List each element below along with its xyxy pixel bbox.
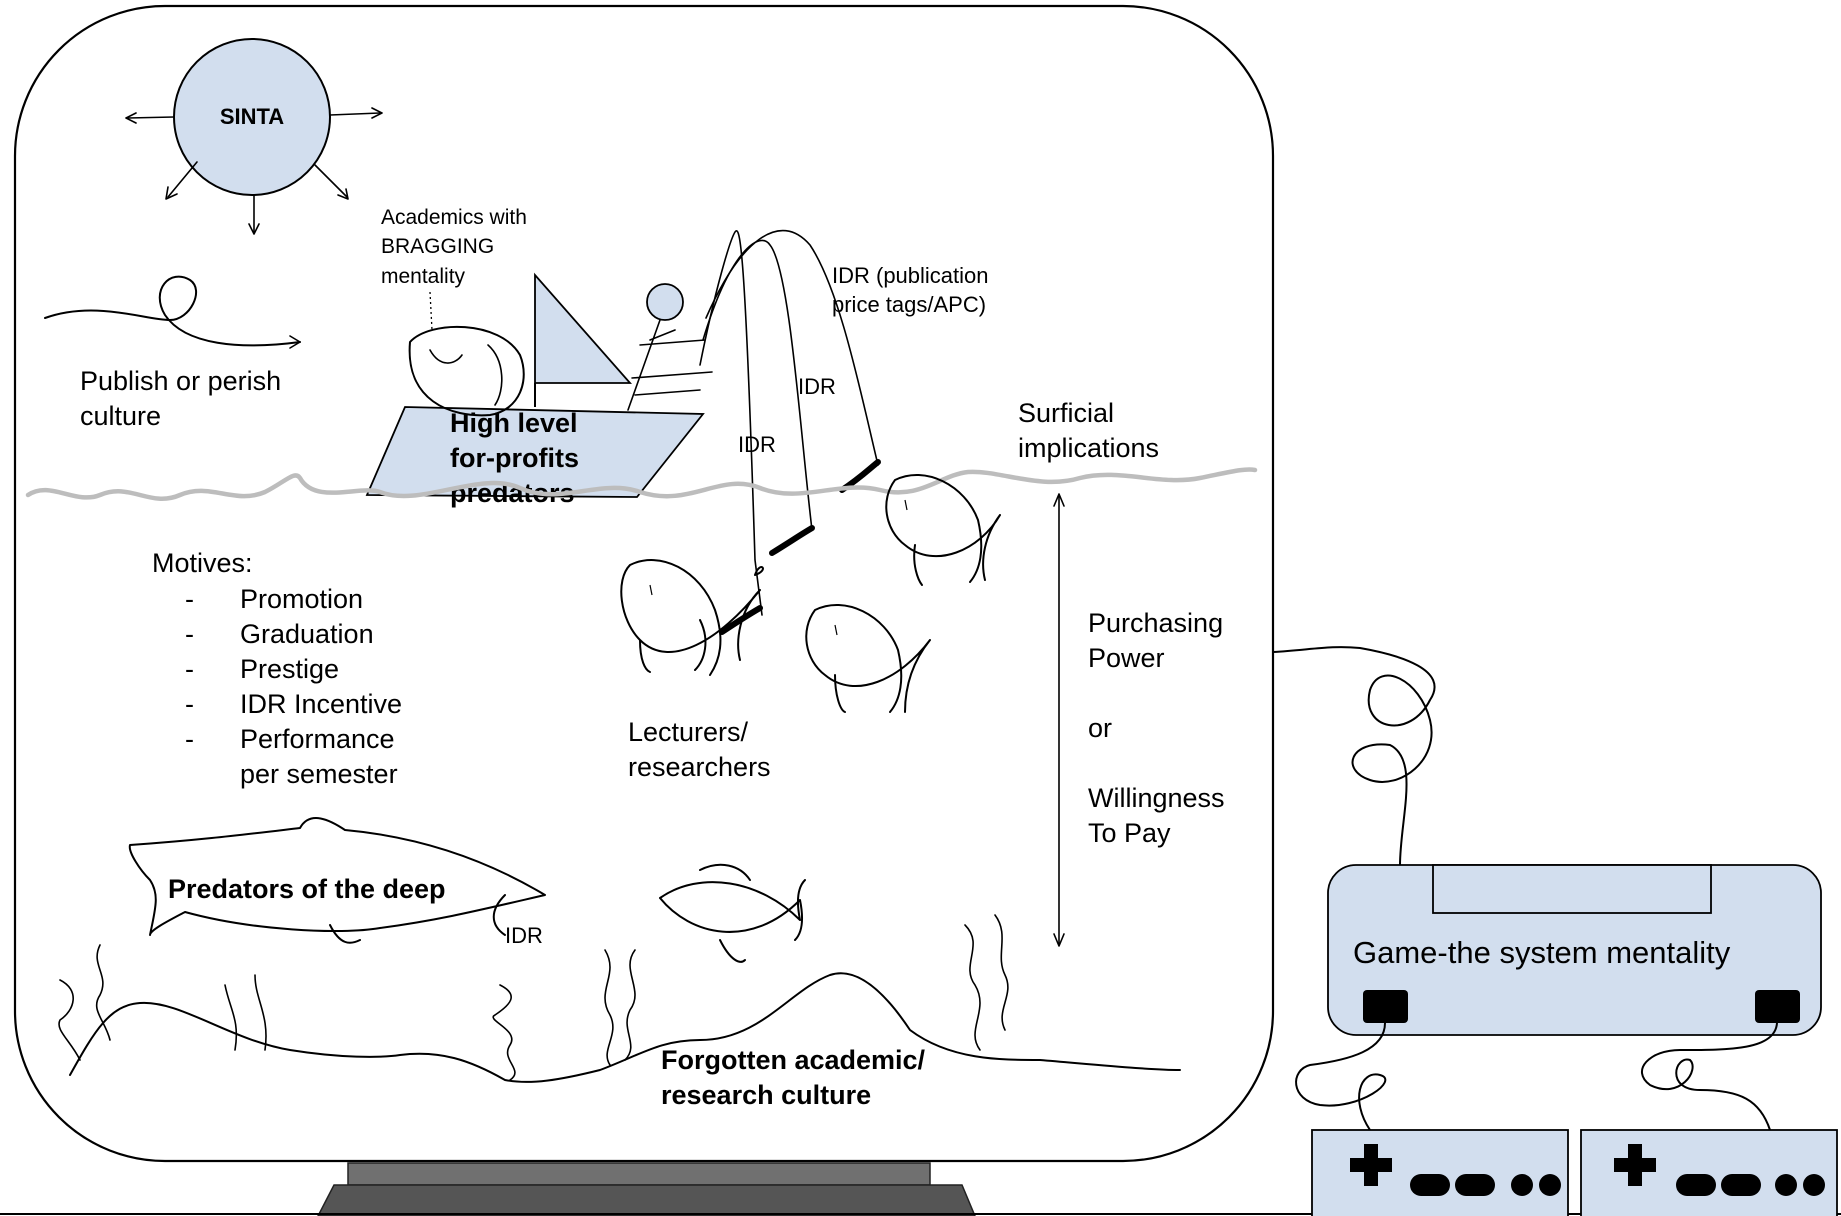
- controller-right-start-button: [1721, 1174, 1761, 1196]
- forgotten-label: Forgotten academic/ research culture: [661, 1045, 933, 1110]
- idr-price-label: IDR (publication price tags/APC): [832, 263, 995, 317]
- sea-floor: [69, 972, 1181, 1083]
- shark: Predators of the deep IDR: [128, 817, 546, 948]
- academics-pointer: [429, 291, 433, 331]
- motive-item-graduation: -Graduation: [185, 619, 374, 649]
- motive-item-idr-incentive: -IDR Incentive: [185, 689, 402, 719]
- motive-item-promotion: -Promotion: [185, 584, 363, 614]
- tv-cable: [1272, 646, 1436, 866]
- fish-3: [885, 474, 1001, 586]
- shark-idr-label: IDR: [505, 923, 543, 948]
- boat-sail: [534, 272, 632, 384]
- sinta-label: SINTA: [220, 104, 284, 129]
- water-surface: [25, 467, 1258, 501]
- controller-right-dpad-icon: [1614, 1144, 1656, 1186]
- console-label: Game-the system mentality: [1353, 935, 1731, 970]
- surficial-label: Surficial implications: [1018, 398, 1159, 463]
- motives-title: Motives:: [152, 548, 253, 578]
- controller-left-b-button: [1511, 1174, 1533, 1196]
- shark-label: Predators of the deep: [168, 874, 446, 904]
- swirl-line: [44, 275, 301, 347]
- fishing-line-3: [705, 229, 879, 466]
- controller-left-start-button: [1455, 1174, 1495, 1196]
- tv-stand-base: [317, 1184, 976, 1216]
- fishing-lines: [699, 229, 879, 616]
- controller-left-select-button: [1410, 1174, 1450, 1196]
- seaweed: [58, 914, 1009, 1081]
- fisherman-body: [627, 319, 713, 411]
- academics-label: Academics with BRAGGING mentality: [381, 206, 533, 288]
- tv-stand-top: [347, 1162, 931, 1186]
- controller-port-right: [1755, 990, 1800, 1023]
- idr-label-rod-2: IDR: [798, 374, 836, 399]
- purchasing-power-label: Purchasing Power or Willingness To Pay: [1088, 608, 1232, 848]
- hook-2: [769, 525, 815, 556]
- motive-item-prestige: -Prestige: [185, 654, 339, 684]
- boat-label: High level for-profits predators: [450, 408, 587, 508]
- controller-right-body: [1580, 1129, 1838, 1216]
- academic-figure: [408, 325, 525, 417]
- fish-eyes: [649, 499, 908, 636]
- swirl-arrowhead: [289, 335, 301, 349]
- boat: High level for-profits predators: [365, 272, 713, 508]
- controller-right-b-button: [1775, 1174, 1797, 1196]
- motives-list: -Promotion -Graduation -Prestige -IDR In…: [185, 584, 402, 789]
- sinta-arrows: [125, 107, 383, 235]
- idr-label-rod-1: IDR: [738, 432, 776, 457]
- fisherman-head: [646, 283, 684, 321]
- controller-cable-right: [1640, 1022, 1778, 1131]
- depth-arrow: [1053, 493, 1065, 947]
- lecturers-label: Lecturers/ researchers: [628, 717, 771, 782]
- controller-cable-left: [1295, 1022, 1387, 1131]
- fish-2: [805, 604, 931, 713]
- publish-perish-label: Publish or perish culture: [80, 366, 289, 431]
- sinta-node: SINTA: [125, 38, 383, 235]
- controller-port-left: [1363, 990, 1408, 1023]
- academic-face: [429, 349, 463, 364]
- tv-screen-frame: [13, 4, 1275, 1163]
- controller-left-a-button: [1539, 1174, 1561, 1196]
- fish-4: [659, 863, 806, 963]
- boat-hull: [365, 406, 705, 498]
- fishing-line-1: [699, 230, 763, 616]
- controller-left-dpad-icon: [1350, 1144, 1392, 1186]
- fish-group: [620, 474, 1001, 963]
- controller-right: [1580, 1129, 1838, 1216]
- academic-arm: [487, 344, 503, 406]
- fish-1: [620, 559, 764, 676]
- controller-right-a-button: [1803, 1174, 1825, 1196]
- controller-left: [1311, 1129, 1569, 1216]
- console-cartridge-slot: [1432, 864, 1712, 914]
- controller-right-select-button: [1676, 1174, 1716, 1196]
- controller-left-body: [1311, 1129, 1569, 1216]
- shark-body: [128, 817, 546, 944]
- game-console: Game-the system mentality: [1327, 864, 1822, 1036]
